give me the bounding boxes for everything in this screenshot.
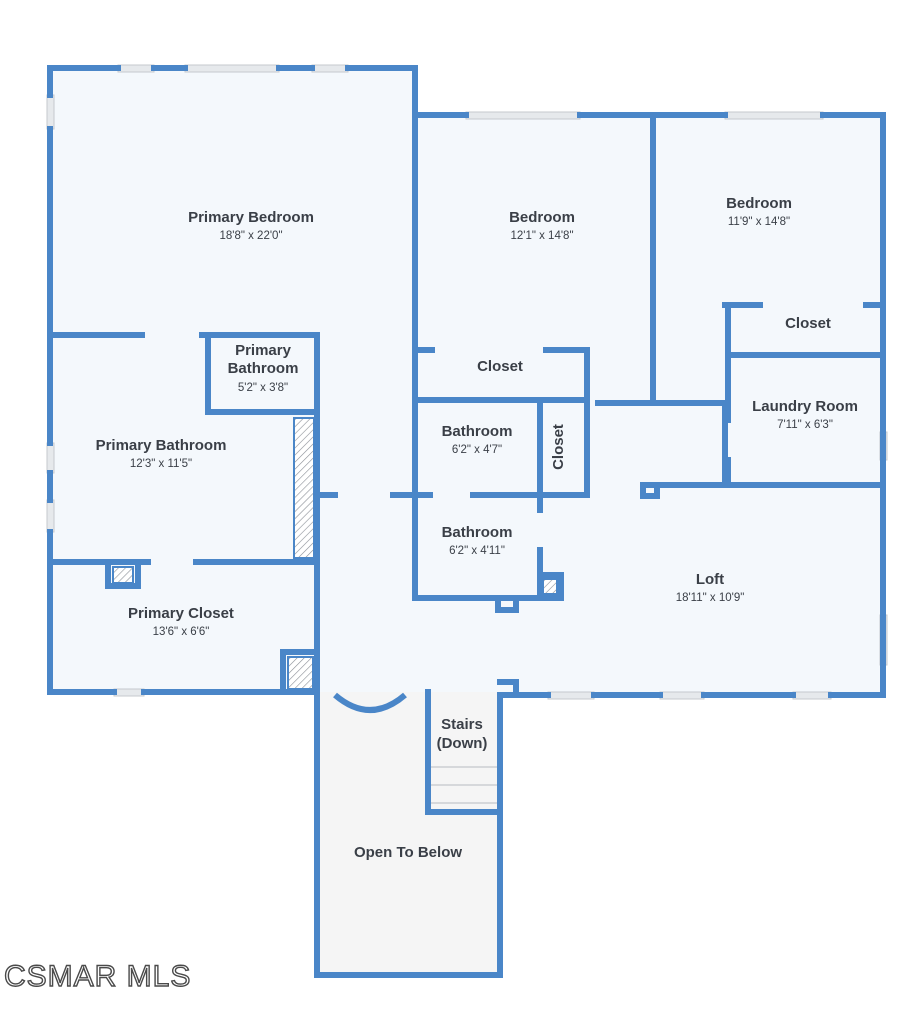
room-name: Bedroom — [509, 209, 575, 226]
hatched-chases — [112, 417, 558, 690]
room-stairs: Stairs (Down) — [437, 716, 488, 752]
room-name: Loft — [696, 571, 724, 588]
room-bathroom-2: Bathroom 6'2" x 4'11" — [442, 524, 513, 557]
room-name: Primary Closet — [128, 605, 234, 622]
mls-watermark: CSMAR MLS — [3, 959, 192, 993]
room-dimensions: 7'11" x 6'3" — [777, 419, 833, 431]
room-closet-2: Closet — [785, 315, 831, 332]
room-name: Primary Bathroom — [96, 437, 227, 454]
room-name: Bathroom — [442, 423, 513, 440]
room-bedroom-1: Bedroom 12'1" x 14'8" — [509, 209, 575, 242]
room-name: (Down) — [437, 735, 488, 752]
room-primary-closet: Primary Closet 13'6" x 6'6" — [128, 605, 234, 638]
room-name: Closet — [550, 424, 567, 470]
room-closet-1: Closet — [477, 358, 523, 375]
room-dimensions: 12'3" x 11'5" — [130, 458, 192, 470]
room-name: Bedroom — [726, 195, 792, 212]
room-name: Primary — [235, 342, 292, 359]
room-dimensions: 18'11" x 10'9" — [676, 592, 745, 604]
room-name: Bathroom — [442, 524, 513, 541]
room-dimensions: 5'2" x 3'8" — [238, 382, 288, 394]
floor-area — [50, 68, 883, 975]
room-primary-bedroom: Primary Bedroom 18'8" x 22'0" — [188, 209, 314, 242]
room-loft: Loft 18'11" x 10'9" — [676, 571, 745, 604]
room-dimensions: 11'9" x 14'8" — [728, 216, 790, 228]
room-closet-3: Closet — [550, 424, 567, 470]
room-dimensions: 12'1" x 14'8" — [510, 230, 573, 242]
room-name: Bathroom — [228, 360, 299, 377]
room-primary-bathroom: Primary Bathroom 12'3" x 11'5" — [96, 437, 227, 470]
room-name: Laundry Room — [752, 398, 858, 415]
room-name: Closet — [477, 358, 523, 375]
room-dimensions: 6'2" x 4'7" — [452, 444, 502, 456]
room-dimensions: 18'8" x 22'0" — [219, 230, 282, 242]
room-dimensions: 6'2" x 4'11" — [449, 545, 505, 557]
walls — [47, 65, 886, 978]
room-name: Open To Below — [354, 844, 462, 861]
room-name: Closet — [785, 315, 831, 332]
open-to-below-floor — [317, 692, 500, 975]
room-primary-bathroom-small: Primary Bathroom 5'2" x 3'8" — [228, 342, 299, 394]
room-name: Stairs — [441, 716, 483, 733]
room-bathroom-1: Bathroom 6'2" x 4'7" — [442, 423, 513, 456]
room-laundry: Laundry Room 7'11" x 6'3" — [752, 398, 858, 431]
door-arc — [333, 692, 407, 713]
room-name: Primary Bedroom — [188, 209, 314, 226]
stair-treads — [431, 766, 497, 804]
room-dimensions: 13'6" x 6'6" — [153, 626, 210, 638]
room-bedroom-2: Bedroom 11'9" x 14'8" — [726, 195, 792, 228]
room-open-to-below: Open To Below — [354, 844, 462, 861]
